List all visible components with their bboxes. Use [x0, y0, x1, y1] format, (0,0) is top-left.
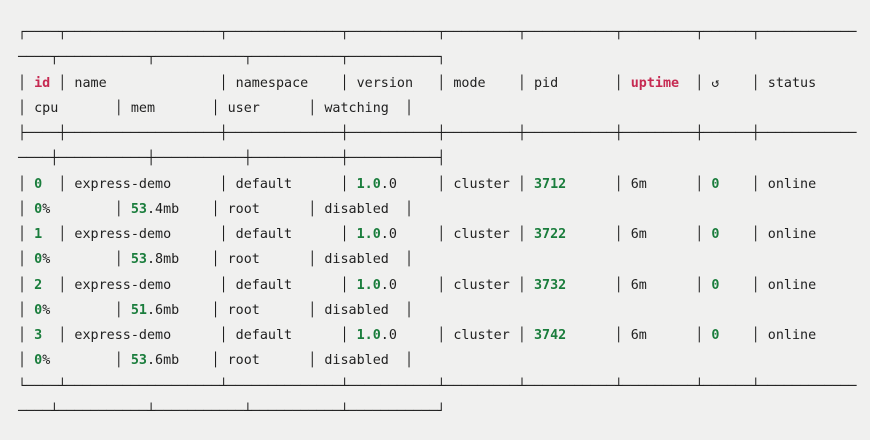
terminal-text-segment: │ 6m │: [566, 277, 712, 293]
terminal-line: │ 2 │ express-demo │ default │ 1.0.0 │ c…: [18, 273, 870, 298]
terminal-line: │ 0% │ 53.6mb │ root │ disabled │: [18, 348, 870, 373]
terminal-text-segment: │: [18, 227, 35, 242]
terminal-line: │ 1 │ express-demo │ default │ 1.0.0 │ c…: [18, 222, 870, 247]
terminal-text-segment: │ 6m │: [566, 176, 712, 192]
terminal-text-segment: 53: [130, 201, 147, 217]
terminal-line: ────┴───────────┴───────────┴───────────…: [18, 399, 870, 424]
terminal-text-segment: 0: [711, 328, 720, 343]
terminal-line: │ 3 │ express-demo │ default │ 1.0.0 │ c…: [18, 323, 870, 348]
terminal-text-segment: 0: [34, 201, 43, 217]
terminal-text-segment: ┌────┬───────────────────┬──────────────…: [18, 25, 857, 40]
terminal-text-segment: │ 6m │: [566, 328, 712, 343]
terminal-text-segment: ────┴───────────┴───────────┴───────────…: [18, 403, 446, 419]
terminal-text-segment: │ ↺ │ status: [679, 75, 857, 91]
terminal-line: └────┴───────────────────┴──────────────…: [18, 374, 870, 399]
terminal-text-segment: .6mb │ root │ disabled │: [147, 302, 414, 318]
terminal-line: │ cpu │ mem │ user │ watching │: [18, 96, 870, 121]
terminal-text-segment: % │: [42, 201, 131, 217]
terminal-text-segment: │ online: [719, 277, 857, 293]
terminal-text-segment: 0: [34, 252, 43, 268]
terminal-text-segment: 0: [34, 176, 43, 192]
terminal-text-segment: .0 │ cluster │: [380, 227, 534, 242]
terminal-text-segment: │: [18, 75, 35, 91]
terminal-text-segment: 1.0: [356, 176, 381, 192]
terminal-text-segment: 51: [130, 302, 147, 318]
terminal-output: ┌────┬───────────────────┬──────────────…: [18, 20, 870, 424]
terminal-text-segment: │ express-demo │ default │: [42, 176, 357, 192]
terminal-text-segment: 3742: [533, 328, 567, 343]
terminal-text-segment: .0 │ cluster │: [380, 328, 534, 343]
terminal-line: │ 0% │ 53.4mb │ root │ disabled │: [18, 197, 870, 222]
terminal-text-segment: 53: [130, 252, 147, 268]
terminal-text-segment: ────┼───────────┼───────────┼───────────…: [18, 151, 446, 167]
terminal-text-segment: 1.0: [356, 227, 381, 242]
terminal-line: ────┬───────────┬───────────┬───────────…: [18, 45, 870, 70]
terminal-text-segment: │: [18, 328, 35, 343]
terminal-text-segment: 2: [34, 277, 43, 293]
terminal-text-segment: .0 │ cluster │: [380, 176, 534, 192]
terminal-text-segment: id: [34, 75, 51, 91]
terminal-text-segment: │ name │ namespace │ version │ mode │ pi…: [50, 75, 631, 91]
terminal-text-segment: │: [18, 252, 35, 268]
terminal-text-segment: .8mb │ root │ disabled │: [147, 252, 414, 268]
terminal-text-segment: │ 6m │: [566, 227, 712, 242]
terminal-line: ├────┼───────────────────┼──────────────…: [18, 121, 870, 146]
terminal-text-segment: 0: [34, 353, 43, 369]
terminal-text-segment: .0 │ cluster │: [380, 277, 534, 293]
terminal-text-segment: 0: [711, 176, 720, 192]
terminal-text-segment: 53: [130, 353, 147, 369]
terminal-text-segment: .6mb │ root │ disabled │: [147, 353, 414, 369]
terminal-text-segment: │: [18, 302, 35, 318]
terminal-line: │ id │ name │ namespace │ version │ mode…: [18, 71, 870, 96]
terminal-text-segment: ├────┼───────────────────┼──────────────…: [18, 126, 857, 141]
terminal-text-segment: 3732: [533, 277, 567, 293]
terminal-line: │ 0% │ 51.6mb │ root │ disabled │: [18, 298, 870, 323]
terminal-line: ────┼───────────┼───────────┼───────────…: [18, 146, 870, 171]
terminal-text-segment: 1.0: [356, 277, 381, 293]
terminal-text-segment: └────┴───────────────────┴──────────────…: [18, 378, 857, 394]
terminal-text-segment: 1: [34, 227, 43, 242]
terminal-text-segment: │ express-demo │ default │: [42, 227, 357, 242]
terminal-text-segment: │ online: [719, 227, 857, 242]
terminal-text-segment: │ online: [719, 176, 857, 192]
terminal-line: │ 0% │ 53.8mb │ root │ disabled │: [18, 247, 870, 272]
terminal-text-segment: .4mb │ root │ disabled │: [147, 201, 414, 217]
terminal-text-segment: 1.0: [356, 328, 381, 343]
terminal-text-segment: │: [18, 353, 35, 369]
terminal-text-segment: uptime: [630, 75, 680, 91]
terminal-text-segment: 3: [34, 328, 43, 343]
terminal-text-segment: % │: [42, 302, 131, 318]
terminal-text-segment: 0: [34, 302, 43, 318]
terminal-text-segment: 3712: [533, 176, 567, 192]
terminal-line: │ 0 │ express-demo │ default │ 1.0.0 │ c…: [18, 172, 870, 197]
terminal-text-segment: 3722: [533, 227, 567, 242]
terminal-text-segment: │ express-demo │ default │: [42, 328, 357, 343]
terminal-text-segment: │: [18, 176, 35, 192]
terminal-text-segment: % │: [42, 353, 131, 369]
terminal-text-segment: │ cpu │ mem │ user │ watching │: [18, 100, 414, 116]
terminal-line: ┌────┬───────────────────┬──────────────…: [18, 20, 870, 45]
terminal-text-segment: 0: [711, 277, 720, 293]
terminal-text-segment: % │: [42, 252, 131, 268]
terminal-text-segment: │ online: [719, 328, 857, 343]
terminal-text-segment: │: [18, 277, 35, 293]
terminal-text-segment: 0: [711, 227, 720, 242]
terminal-text-segment: │: [18, 201, 35, 217]
terminal-text-segment: ────┬───────────┬───────────┬───────────…: [18, 50, 446, 66]
terminal-text-segment: │ express-demo │ default │: [42, 277, 357, 293]
